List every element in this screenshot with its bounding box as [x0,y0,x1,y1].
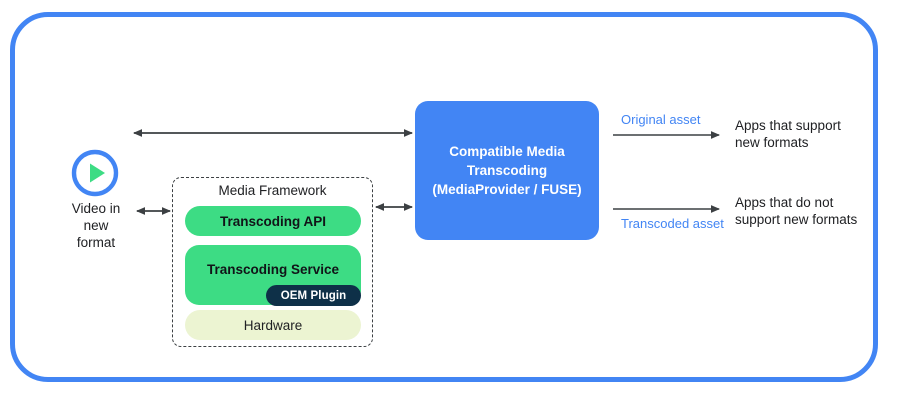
video-source-label: Video in new format [71,201,121,250]
media-framework-title: Media Framework [218,183,327,198]
hardware-box[interactable]: Hardware [185,310,361,340]
play-circle-icon [71,149,119,197]
transcoding-api-box[interactable]: Transcoding API [185,206,361,236]
media-framework-container [172,177,373,347]
compatible-media-transcoding-box[interactable]: Compatible Media Transcoding (MediaProvi… [415,101,599,240]
oem-plugin-badge[interactable]: OEM Plugin [266,285,361,306]
original-asset-label: Original asset [621,112,701,127]
nonsupporting-apps-label: Apps that do not support new formats [735,195,858,227]
supporting-apps-label: Apps that support new formats [735,118,841,150]
transcoded-asset-label: Transcoded asset [621,216,724,231]
